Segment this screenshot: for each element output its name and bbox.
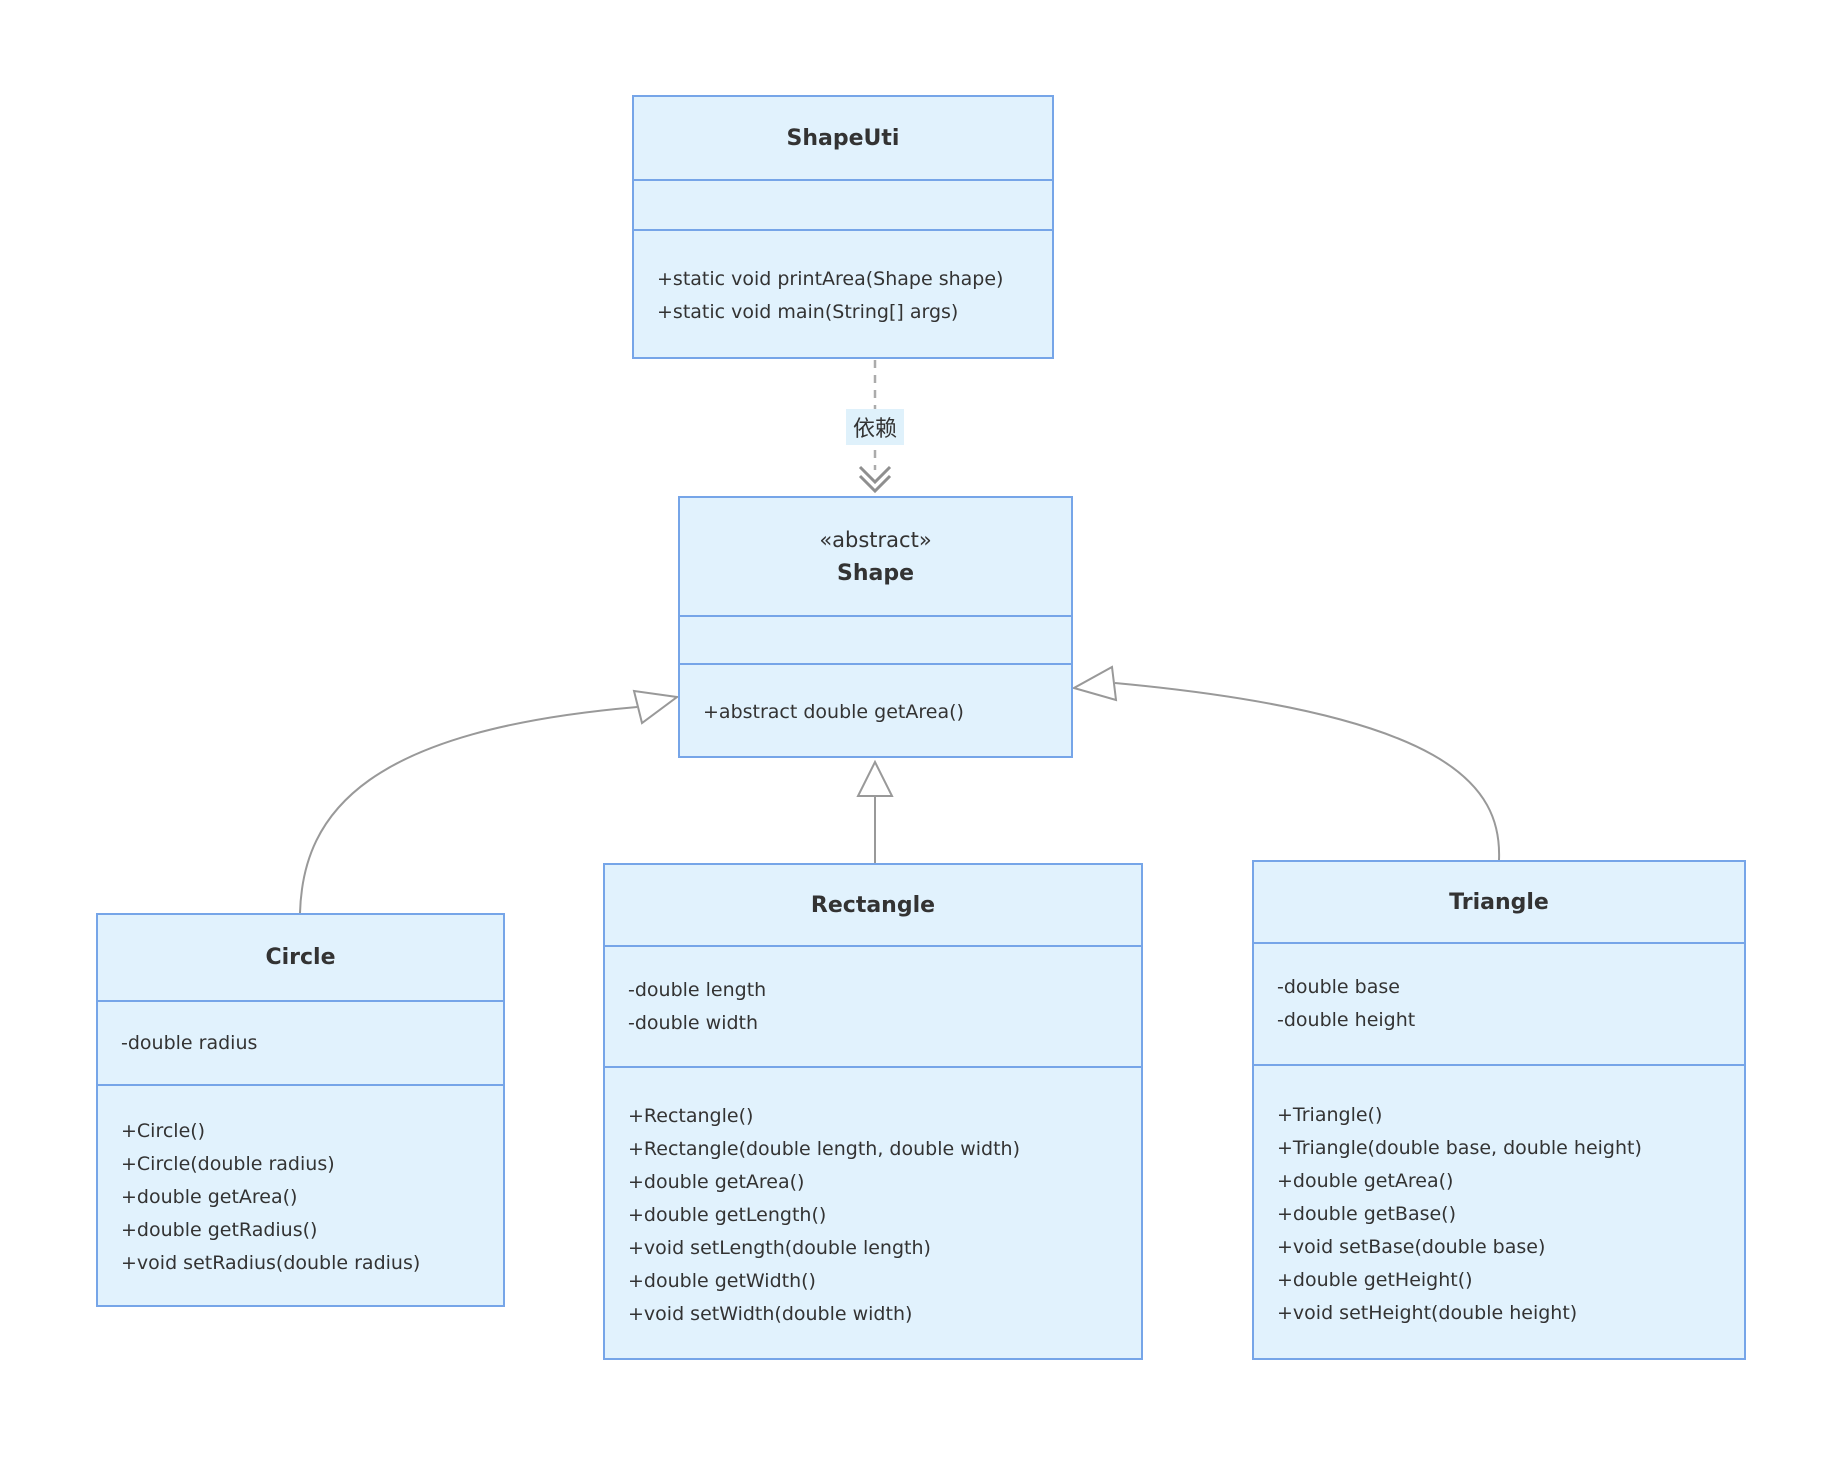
dependency-arrowhead-icon xyxy=(858,465,892,485)
attribute: -double radius xyxy=(121,1031,258,1054)
class-rectangle-methods: +Rectangle() +Rectangle(double length, d… xyxy=(605,1066,1141,1362)
class-name: ShapeUti xyxy=(786,125,900,151)
method: +double getRadius() xyxy=(121,1219,318,1241)
class-name: Shape xyxy=(836,560,915,586)
method: +void setRadius(double radius) xyxy=(121,1252,421,1274)
method: +Rectangle() xyxy=(628,1104,754,1127)
class-shape-header: «abstract» Shape xyxy=(680,498,1071,615)
method: +static void printArea(Shape shape) xyxy=(657,268,1004,290)
class-name: Triangle xyxy=(1449,889,1549,915)
method: +Triangle() xyxy=(1277,1103,1383,1126)
inheritance-arrowhead-icon xyxy=(856,759,894,797)
method: +void setBase(double base) xyxy=(1277,1235,1546,1258)
class-rectangle: Rectangle -double length -double width +… xyxy=(603,863,1143,1360)
method: +double getArea() xyxy=(1277,1169,1454,1192)
class-circle-header: Circle xyxy=(98,915,503,1000)
class-rectangle-header: Rectangle xyxy=(605,865,1141,945)
inheritance-arrowhead-icon xyxy=(1071,665,1118,702)
method: +Circle(double radius) xyxy=(121,1153,335,1175)
inheritance-edge-triangle-shape xyxy=(1114,682,1501,861)
method: +Circle() xyxy=(121,1120,206,1142)
method: +double getBase() xyxy=(1277,1202,1457,1225)
class-triangle: Triangle -double base -double height +Tr… xyxy=(1252,860,1746,1360)
dependency-arrowhead-icon xyxy=(858,474,892,494)
class-name: Circle xyxy=(265,945,336,970)
class-triangle-attributes: -double base -double height xyxy=(1254,942,1744,1064)
class-shapeuti-attributes xyxy=(634,179,1052,229)
class-shapeuti-header: ShapeUti xyxy=(634,97,1052,179)
method: +void setHeight(double height) xyxy=(1277,1301,1578,1324)
class-circle-attributes: -double radius xyxy=(98,1000,503,1084)
method: +Triangle(double base, double height) xyxy=(1277,1136,1642,1159)
method: +void setLength(double length) xyxy=(628,1236,931,1259)
class-shapeuti-methods: +static void printArea(Shape shape) +sta… xyxy=(634,229,1052,361)
class-triangle-header: Triangle xyxy=(1254,862,1744,942)
method: +abstract double getArea() xyxy=(703,701,964,723)
method: +double getLength() xyxy=(628,1203,827,1226)
class-circle: Circle -double radius +Circle() +Circle(… xyxy=(96,913,505,1307)
method: +double getWidth() xyxy=(628,1269,816,1292)
class-shape-methods: +abstract double getArea() xyxy=(680,663,1071,760)
class-rectangle-attributes: -double length -double width xyxy=(605,945,1141,1066)
attribute: -double base xyxy=(1277,976,1400,998)
inheritance-edge-circle-shape xyxy=(299,706,638,914)
class-shape-attributes xyxy=(680,615,1071,663)
method: +Rectangle(double length, double width) xyxy=(628,1137,1020,1160)
class-shapeuti: ShapeUti +static void printArea(Shape sh… xyxy=(632,95,1054,359)
attribute: -double width xyxy=(628,1011,759,1034)
method: +double getArea() xyxy=(628,1170,805,1193)
method: +void setWidth(double width) xyxy=(628,1302,913,1325)
class-triangle-methods: +Triangle() +Triangle(double base, doubl… xyxy=(1254,1064,1744,1362)
class-shape: «abstract» Shape +abstract double getAre… xyxy=(678,496,1073,758)
method: +double getHeight() xyxy=(1277,1268,1473,1291)
attribute: -double height xyxy=(1277,1009,1416,1031)
attribute: -double length xyxy=(628,978,767,1001)
class-name: Rectangle xyxy=(810,892,936,918)
class-circle-methods: +Circle() +Circle(double radius) +double… xyxy=(98,1084,503,1309)
dependency-label: 依赖 xyxy=(845,409,905,445)
method: +static void main(String[] args) xyxy=(657,301,959,323)
method: +double getArea() xyxy=(121,1186,298,1208)
class-stereotype: «abstract» xyxy=(819,527,932,552)
inheritance-arrowhead-icon xyxy=(632,689,680,725)
